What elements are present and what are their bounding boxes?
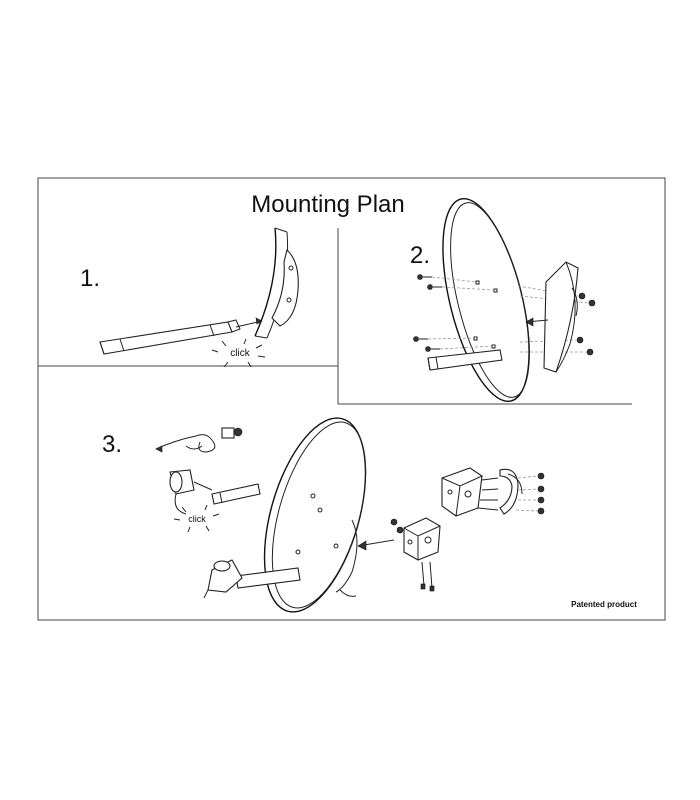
step1-group: 1. click — [80, 227, 299, 368]
step2-dish-holes — [473, 280, 498, 349]
footer-note: Patented product — [571, 600, 637, 609]
step3-lnb-cable — [155, 427, 243, 453]
step2-dish-rim — [450, 202, 530, 398]
step3-dish-back — [335, 519, 358, 593]
step2-nuts — [576, 292, 596, 356]
step2-screws — [413, 274, 442, 352]
step2-group: 2. — [410, 198, 596, 402]
step3-click-label: click — [188, 514, 206, 524]
step3-arm-end — [211, 483, 261, 505]
step3-lnb-unit — [169, 469, 213, 515]
step1-click-label: click — [230, 348, 250, 359]
step3-number: 3. — [102, 431, 122, 458]
step3-click-burst — [173, 504, 220, 533]
step3-feed-assembly — [203, 559, 301, 599]
step3-mount-bracket — [390, 517, 441, 592]
step3-dish-rim — [271, 421, 367, 609]
step2-number: 2. — [410, 242, 430, 269]
page-title: Mounting Plan — [251, 191, 404, 218]
step1-rear-bracket — [271, 248, 299, 327]
step1-dish-edge — [254, 227, 277, 337]
step1-click-burst — [211, 338, 266, 368]
step3-clamp-assembly — [441, 467, 545, 517]
step3-group: 3. click — [102, 417, 637, 613]
outer-frame — [37, 177, 666, 621]
step3-dish-holes — [295, 493, 339, 555]
step1-number: 1. — [80, 265, 100, 292]
